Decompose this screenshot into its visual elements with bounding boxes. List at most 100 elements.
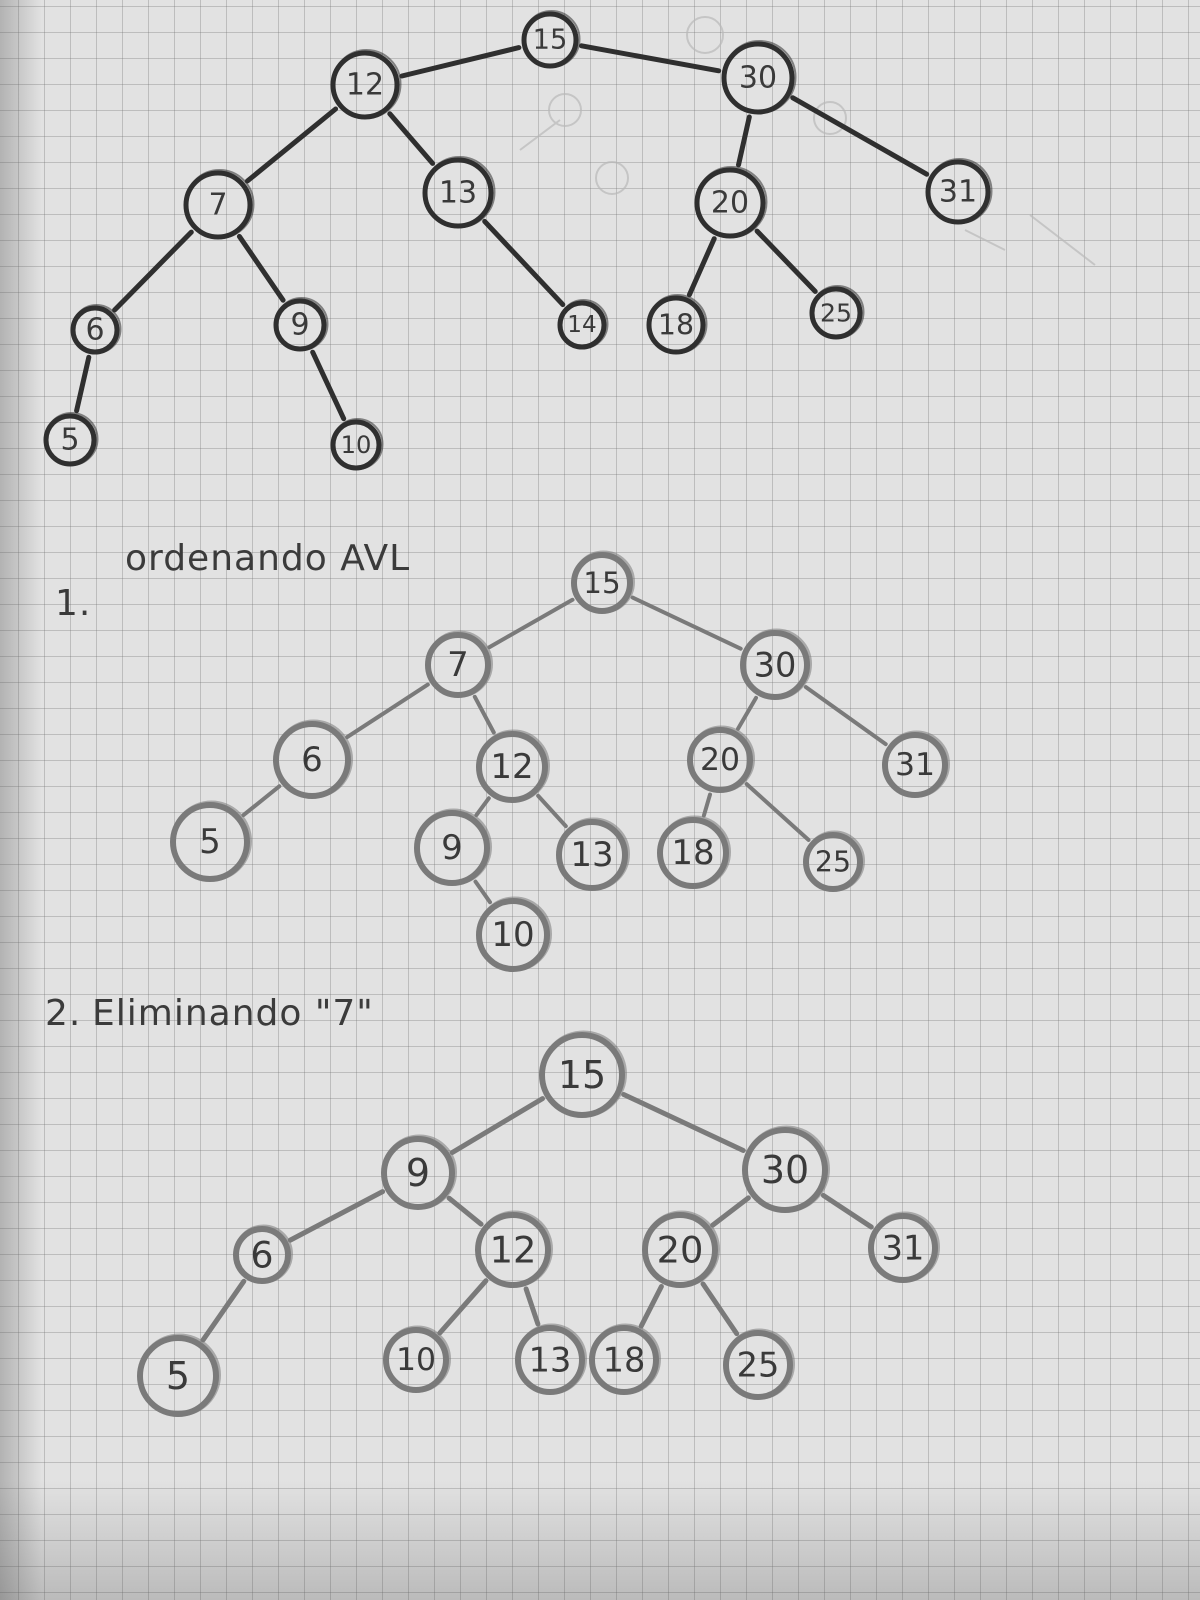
node-circle <box>721 41 795 115</box>
tree-node-step2-10: 10 <box>383 1325 451 1393</box>
node-circle <box>475 1212 551 1288</box>
tree-node-step1-30: 30 <box>740 628 812 700</box>
edge-step1-a6-a5 <box>241 784 282 818</box>
tree-node-step2-15: 15 <box>539 1030 627 1118</box>
tree-node-original-18: 18 <box>646 294 708 355</box>
tree-node-step1-20: 20 <box>687 725 755 793</box>
tree-node-original-5: 5 <box>43 412 99 467</box>
tree-node-step2-18: 18 <box>589 1323 661 1395</box>
tree-node-step2-5: 5 <box>137 1333 221 1417</box>
edge-original-n7-n9 <box>236 233 286 303</box>
node-label: 7 <box>447 645 469 685</box>
node-circle <box>137 1335 219 1417</box>
tree-node-step2-20: 20 <box>642 1210 720 1288</box>
node-label: 7 <box>208 188 227 223</box>
node-label: 5 <box>199 822 221 862</box>
node-label: 31 <box>882 1229 925 1268</box>
heading-step2-number: 2. <box>45 993 81 1034</box>
tree-node-original-6: 6 <box>70 304 122 355</box>
erased-pencil-marks <box>519 16 1096 266</box>
tree-node-step1-15: 15 <box>571 550 635 614</box>
node-label: 12 <box>490 1229 537 1272</box>
node-circle <box>414 810 490 886</box>
tree-node-original-7: 7 <box>183 169 255 240</box>
edge-original-n20-n25 <box>754 228 818 294</box>
edge-step1-a30-a31 <box>803 685 888 747</box>
node-circle <box>740 630 810 700</box>
node-circle <box>170 802 250 882</box>
edge-step2-b6-b5 <box>200 1278 247 1343</box>
node-label: 13 <box>529 1341 572 1380</box>
edge-step1-a12-a13 <box>536 793 568 829</box>
node-circle <box>642 1212 718 1288</box>
node-label: 6 <box>301 740 323 780</box>
node-label: 12 <box>490 747 533 787</box>
tree-node-step2-25: 25 <box>723 1328 795 1400</box>
tree-node-step1-6: 6 <box>273 719 353 799</box>
tree-node-step1-12: 12 <box>476 729 550 803</box>
node-label: 25 <box>820 299 852 328</box>
edge-original-n12-n7 <box>244 106 339 184</box>
node-circle <box>381 1136 455 1210</box>
node-circle <box>694 167 766 239</box>
node-circle <box>521 11 579 69</box>
node-label: 25 <box>737 1346 780 1385</box>
node-label: 30 <box>739 61 777 96</box>
edge-original-n30-n20 <box>736 114 752 168</box>
edge-original-n15-n30 <box>579 43 722 74</box>
tree-node-step1-18: 18 <box>657 815 731 889</box>
node-circle <box>657 817 729 889</box>
tree-node-step2-31: 31 <box>868 1211 940 1283</box>
node-circle <box>330 50 400 120</box>
tree-node-step1-10: 10 <box>476 896 552 972</box>
node-label: 14 <box>567 312 596 338</box>
edge-original-n9-n10 <box>310 349 347 422</box>
node-circle <box>70 305 120 355</box>
node-label: 13 <box>439 176 477 211</box>
tree-node-original-30: 30 <box>721 40 797 115</box>
node-circle <box>539 1032 625 1118</box>
edge-step2-b20-b18 <box>638 1284 664 1329</box>
tree-node-step1-9: 9 <box>414 808 492 886</box>
node-circle <box>882 732 948 798</box>
node-label: 20 <box>711 186 749 221</box>
node-label: 10 <box>396 1342 436 1378</box>
node-label: 10 <box>491 915 534 955</box>
paper-shadow-bottom <box>0 1480 1200 1600</box>
node-label: 18 <box>603 1341 646 1380</box>
heading-step1-text: ordenando AVL <box>125 538 410 579</box>
node-circle <box>803 832 863 892</box>
node-circle <box>233 1226 291 1284</box>
node-circle <box>330 419 382 471</box>
node-circle <box>273 298 327 352</box>
paper-shadow <box>0 0 42 1600</box>
edge-step2-b15-b9 <box>449 1096 545 1155</box>
edge-original-n13-n14 <box>482 218 566 308</box>
tree-node-step2-13: 13 <box>515 1323 587 1395</box>
tree-node-original-31: 31 <box>925 158 993 225</box>
edge-step2-b15-b30 <box>621 1092 746 1153</box>
node-label: 9 <box>441 828 463 868</box>
edge-original-n7-n6 <box>112 229 194 313</box>
node-label: 6 <box>250 1234 273 1277</box>
tree-node-original-20: 20 <box>694 166 768 239</box>
node-label: 31 <box>939 175 977 210</box>
tree-node-step2-12: 12 <box>475 1210 553 1288</box>
heading-step2: 2. Eliminando "7" <box>45 993 373 1034</box>
tree-node-step1-31: 31 <box>882 730 950 798</box>
edge-original-n6-n5 <box>74 354 92 414</box>
node-label: 18 <box>658 309 694 342</box>
node-circle <box>809 286 863 340</box>
edge-step1-a7-a12 <box>472 694 496 735</box>
node-label: 15 <box>533 25 568 56</box>
node-label: 5 <box>166 1354 190 1398</box>
node-label: 30 <box>754 646 797 685</box>
node-label: 15 <box>558 1053 606 1097</box>
edge-step2-b20-b25 <box>700 1281 740 1337</box>
tree-node-step1-25: 25 <box>803 830 865 892</box>
tree-node-step1-7: 7 <box>425 630 493 698</box>
edge-step1-a20-a25 <box>744 782 811 842</box>
node-circle <box>571 552 633 614</box>
node-label: 12 <box>346 68 384 103</box>
edge-step2-b12-b10 <box>437 1278 489 1336</box>
